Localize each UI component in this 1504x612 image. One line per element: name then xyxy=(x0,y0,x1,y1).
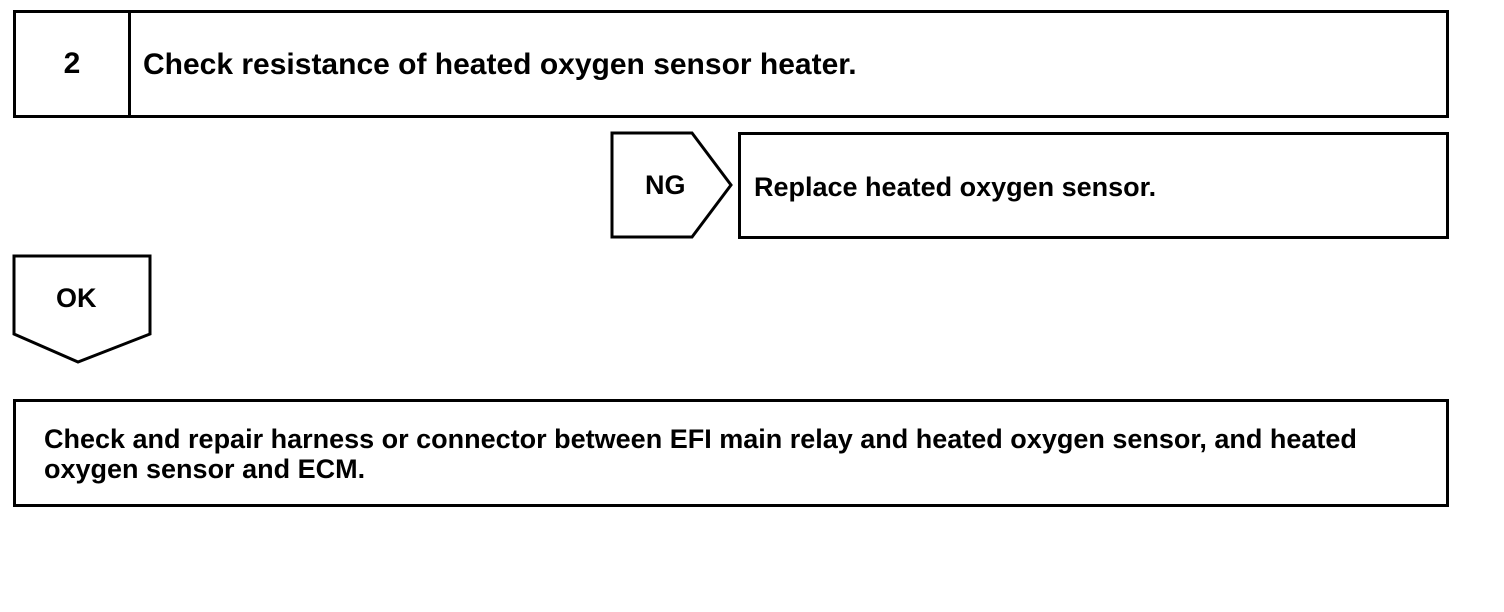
ng-action-text: Replace heated oxygen sensor. xyxy=(754,172,1157,202)
ng-result-box: Replace heated oxygen sensor. xyxy=(738,132,1449,239)
ok-action-text: Check and repair harness or connector be… xyxy=(44,424,1357,484)
ok-arrow-shape xyxy=(12,254,152,364)
step-box: 2 Check resistance of heated oxygen sens… xyxy=(13,10,1449,118)
ng-label: NG xyxy=(645,170,686,200)
ok-result-box: Check and repair harness or connector be… xyxy=(13,399,1449,507)
ng-arrow-shape xyxy=(610,131,733,239)
ok-label: OK xyxy=(56,283,97,313)
step-title: Check resistance of heated oxygen sensor… xyxy=(143,48,857,81)
step-number: 2 xyxy=(16,13,131,115)
